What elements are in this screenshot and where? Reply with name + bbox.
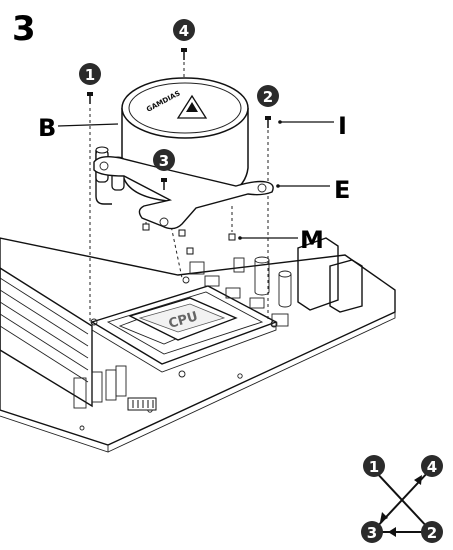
svg-text:2: 2 [427, 524, 437, 542]
motherboard [0, 237, 396, 453]
callout-m: M [300, 226, 324, 254]
pin-header [127, 397, 157, 411]
cpu-chip: CPU [128, 297, 238, 341]
ram-slots [0, 267, 127, 409]
marker-2: 2 [257, 85, 279, 107]
marker-4: 4 [173, 19, 195, 41]
mounting-bracket [93, 155, 274, 230]
callout-i: I [338, 112, 347, 140]
svg-text:4: 4 [179, 22, 189, 40]
callout-e: E [334, 176, 350, 204]
board-components [127, 237, 363, 411]
order-node-1: 1 [363, 455, 385, 477]
marker-3: 3 [153, 149, 175, 171]
svg-text:3: 3 [367, 524, 377, 542]
step-number: 3 [12, 9, 36, 49]
screw-markers: 1 2 3 4 [79, 19, 279, 171]
screws [87, 48, 271, 255]
svg-text:1: 1 [85, 66, 95, 84]
svg-text:1: 1 [369, 458, 379, 476]
callouts: B I E M [38, 112, 350, 254]
tightening-order-diagram: 1 4 3 2 [361, 455, 443, 543]
svg-text:2: 2 [263, 88, 273, 106]
callout-b: B [38, 114, 56, 142]
screw-4 [181, 48, 187, 60]
order-node-2: 2 [421, 521, 443, 543]
standoff-nuts [142, 223, 236, 255]
order-node-3: 3 [361, 521, 383, 543]
screw-3 [161, 178, 167, 190]
svg-text:3: 3 [159, 152, 169, 170]
screw-1 [87, 92, 93, 104]
order-node-4: 4 [421, 455, 443, 477]
screw-2 [265, 116, 271, 128]
svg-text:4: 4 [427, 458, 437, 476]
marker-1: 1 [79, 63, 101, 85]
